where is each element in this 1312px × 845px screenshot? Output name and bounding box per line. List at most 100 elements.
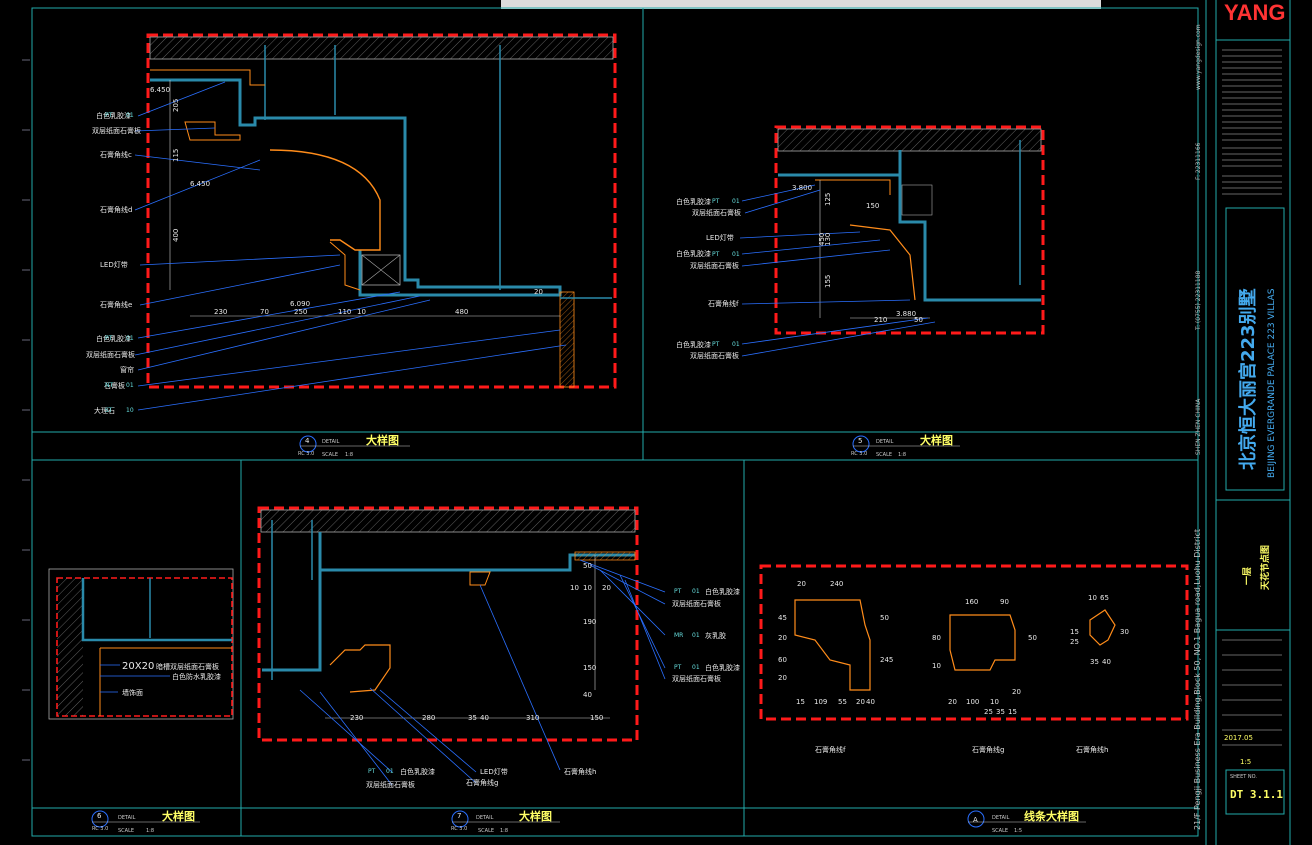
dA-name-f: 石膏角线f xyxy=(815,745,846,754)
d7-dim-v-4: 40 xyxy=(583,691,592,699)
t6-ratio: 1:8 xyxy=(146,828,154,834)
d7-dim-v-5: 10 xyxy=(570,584,579,592)
title-A: A DETAIL 线条大样图 SCALE 1:5 xyxy=(967,809,1086,834)
d4-label-5: 石膏角线e xyxy=(100,300,132,309)
dA-g-dim-11: 50 xyxy=(1028,634,1037,642)
t6-detail: DETAIL xyxy=(118,815,136,821)
t7-ref: RC 3.0 xyxy=(451,826,467,832)
dA-h-dim-4: 40 xyxy=(1102,658,1111,666)
tA-scale: SCALE xyxy=(992,828,1008,834)
t7-name: 大样图 xyxy=(519,809,552,823)
d5-label-5: 石膏角线f xyxy=(708,299,739,308)
d5-label-3: 白色乳胶漆 xyxy=(676,249,711,258)
top-toolbar-strip xyxy=(501,0,1101,9)
d5-dim-3: 130 xyxy=(824,233,832,246)
dA-g-dim-3: 10 xyxy=(932,662,941,670)
d4-label-10: 大理石 xyxy=(94,406,115,415)
dA-f-dim-4: 60 xyxy=(778,656,787,664)
d4-level-1: 6.450 xyxy=(190,180,210,188)
dA-h-dim-5: 30 xyxy=(1120,628,1129,636)
drawing-name-2: 天花节点图 xyxy=(1259,545,1271,590)
t4-detail: DETAIL xyxy=(322,439,340,445)
d5-tag-0: PT xyxy=(712,198,720,205)
d7-dim-v-3: 150 xyxy=(583,664,596,672)
t5-scale: SCALE xyxy=(876,452,892,458)
dA-h-dim-2: 15 xyxy=(1070,628,1079,636)
d4-dim-h-5: 480 xyxy=(455,308,468,316)
t7-scale: SCALE xyxy=(478,828,494,834)
t7-num: 7 xyxy=(457,812,461,820)
dA-f-dim-12: 20 xyxy=(778,674,787,682)
url-text: www.yangdesign.com xyxy=(1195,24,1202,90)
d7-tag-6: PT xyxy=(368,768,376,775)
title-block: YANG 北京恒大丽宫223别墅 BEIJING EVERGRANDE PALA… xyxy=(1216,0,1290,815)
t5-name: 大样图 xyxy=(920,433,953,447)
tA-num: A xyxy=(973,816,978,824)
d4-dim-h-1: 70 xyxy=(260,308,269,316)
t4-name: 大样图 xyxy=(366,433,399,447)
d4-tag-1: 01 xyxy=(126,112,134,119)
title-4: 4 RC 3.0 DETAIL 大样图 SCALE 1:8 xyxy=(298,433,410,458)
d4-label-4: LED灯带 xyxy=(100,260,128,269)
title-5: 5 RC 3.0 DETAIL 大样图 SCALE 1:8 xyxy=(851,433,960,458)
d5-dim-7: 3.800 xyxy=(792,184,812,192)
d4-tag-7: 10 xyxy=(126,407,134,414)
project-title-en: BEIJING EVERGRANDE PALACE 223 VILLAS xyxy=(1267,288,1277,478)
d6-label-0: 20X20 xyxy=(122,661,154,672)
d6-label-2: 白色防水乳胶漆 xyxy=(172,672,221,681)
d5-tag-2: PT xyxy=(712,251,720,258)
t5-ref: RC 3.0 xyxy=(851,451,867,457)
detail-5: 白色乳胶漆 双层纸面石膏板 LED灯带 白色乳胶漆 双层纸面石膏板 石膏角线f … xyxy=(676,125,1045,360)
sheet-label: SHEET NO. xyxy=(1230,774,1257,780)
grid-tick-marks xyxy=(22,59,30,761)
t4-scale: SCALE xyxy=(322,452,338,458)
t7-ratio: 1:8 xyxy=(500,828,508,834)
d4-dim-h-4: 10 xyxy=(357,308,366,316)
d7-tag-1: 01 xyxy=(692,588,700,595)
d4-dim-h-2: 250 xyxy=(294,308,307,316)
d4-tag-0: PT xyxy=(105,112,113,119)
d7-tag-4: PT xyxy=(674,664,682,671)
vertical-info-strip: 21/F Pengji Business Era Building,Block … xyxy=(1193,24,1202,830)
t4-ratio: 1:8 xyxy=(345,452,353,458)
d7-tag-0: PT xyxy=(674,588,682,595)
dA-g-dim-9: 15 xyxy=(1008,708,1017,716)
d5-dim-1: 150 xyxy=(866,202,879,210)
d5-dim-8: 3.880 xyxy=(896,310,916,318)
d4-dim-h-0: 230 xyxy=(214,308,227,316)
dA-h-dim-6: 25 xyxy=(1070,638,1079,646)
address-text: 21/F Pengji Business Era Building,Block … xyxy=(1193,529,1202,830)
d4-label-7: 双层纸面石膏板 xyxy=(86,350,135,359)
dA-g-dim-2: 80 xyxy=(932,634,941,642)
d5-dim-6: 50 xyxy=(914,316,923,324)
d7-dim-h-1: 280 xyxy=(422,714,435,722)
date-note: 2017.05 xyxy=(1224,734,1253,742)
d7-tag-2: MR xyxy=(674,632,683,639)
project-title-cn: 北京恒大丽宫223别墅 xyxy=(1237,288,1259,470)
t6-name: 大样图 xyxy=(162,809,195,823)
d4-label-3: 石膏角线d xyxy=(100,205,132,214)
d4-level-2: 6.090 xyxy=(290,300,310,308)
dA-h-dim-1: 65 xyxy=(1100,594,1109,602)
d4-dim-v-1: 115 xyxy=(172,149,180,162)
d7-tag-5: 01 xyxy=(692,664,700,671)
title-7: 7 RC 3.0 DETAIL 大样图 SCALE 1:8 xyxy=(451,809,560,834)
d4-tag-3: 01 xyxy=(126,335,134,342)
d4-label-1: 双层纸面石膏板 xyxy=(92,126,141,135)
tel-text: T: (0755) 22311188 xyxy=(1195,270,1202,331)
d7-label-4: 双层纸面石膏板 xyxy=(672,674,721,683)
dA-f-dim-9: 20 xyxy=(856,698,865,706)
dA-g-dim-6: 10 xyxy=(990,698,999,706)
drawing-name-1: 一层 xyxy=(1242,567,1253,585)
d4-tag-5: 01 xyxy=(126,382,134,389)
t6-scale: SCALE xyxy=(118,828,134,834)
d7-label-5: 白色乳胶漆 xyxy=(400,767,435,776)
d4-tag-6: ST xyxy=(105,407,113,414)
d5-label-2: LED灯带 xyxy=(706,233,734,242)
dA-g-dim-0: 160 xyxy=(965,598,978,606)
tA-detail: DETAIL xyxy=(992,815,1010,821)
dA-h-dim-3: 35 xyxy=(1090,658,1099,666)
detail-6: 20X20 暗槽双层纸面石膏板 白色防水乳胶漆 墙饰面 xyxy=(48,568,234,720)
t7-detail: DETAIL xyxy=(476,815,494,821)
